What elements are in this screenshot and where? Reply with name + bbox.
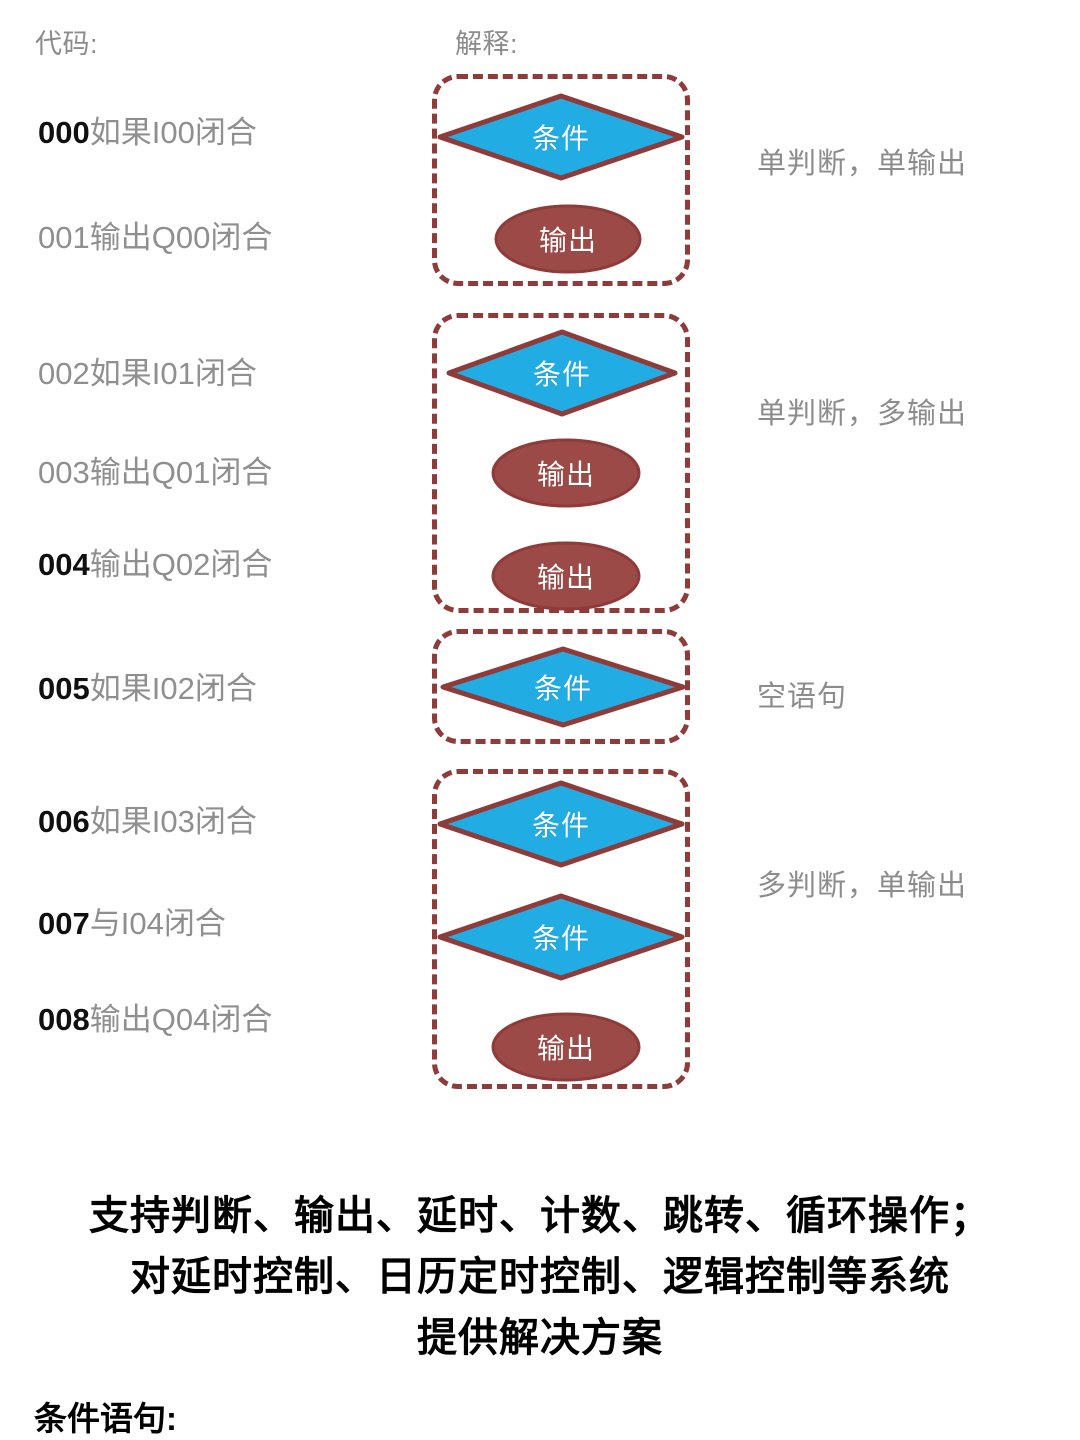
output-ellipse-shape: 输出 bbox=[490, 1011, 642, 1083]
code-line-text: 如果I00闭合 bbox=[89, 115, 257, 150]
code-line-number: 005 bbox=[38, 671, 90, 706]
code-line-number: 000 bbox=[38, 115, 90, 150]
shape-label: 输出 bbox=[536, 562, 595, 593]
code-line-number: 004 bbox=[38, 547, 90, 582]
code-line-text: 输出Q00闭合 bbox=[89, 220, 273, 255]
code-line: 007与I04闭合 bbox=[38, 908, 226, 939]
summary-line: 提供解决方案 bbox=[417, 1315, 663, 1360]
shape-label: 条件 bbox=[531, 810, 590, 841]
explanation-column-header: 解释: bbox=[455, 29, 519, 59]
flowchart-group-box bbox=[432, 769, 690, 1089]
condition-diamond-shape: 条件 bbox=[437, 93, 685, 181]
condition-diamond-shape: 条件 bbox=[440, 646, 686, 728]
condition-diamond-shape: 条件 bbox=[446, 329, 678, 417]
code-line: 006如果I03闭合 bbox=[38, 806, 257, 837]
code-line: 005如果I02闭合 bbox=[38, 673, 257, 704]
condition-diamond-shape: 条件 bbox=[437, 893, 685, 981]
code-line-number: 006 bbox=[38, 804, 90, 839]
code-line-text: 输出Q04闭合 bbox=[89, 1002, 273, 1037]
code-line: 004输出Q02闭合 bbox=[38, 549, 272, 580]
code-line-text: 与I04闭合 bbox=[89, 906, 226, 941]
group-explanation-text: 单判断，多输出 bbox=[757, 398, 968, 430]
shape-label: 条件 bbox=[531, 923, 590, 954]
code-line-number: 001 bbox=[38, 220, 90, 255]
flowchart-group-box bbox=[432, 313, 690, 613]
code-line: 008输出Q04闭合 bbox=[38, 1004, 272, 1035]
code-line-text: 如果I02闭合 bbox=[89, 671, 257, 706]
output-ellipse-shape: 输出 bbox=[493, 203, 643, 275]
summary-paragraph: 支持判断、输出、延时、计数、跳转、循环操作； 对延时控制、日历定时控制、逻辑控制等… bbox=[0, 1186, 1080, 1368]
code-line-text: 如果I01闭合 bbox=[89, 356, 257, 391]
summary-line: 对延时控制、日历定时控制、逻辑控制等系统 bbox=[130, 1254, 950, 1299]
summary-line: 支持判断、输出、延时、计数、跳转、循环操作； bbox=[89, 1194, 991, 1238]
group-explanation-text: 空语句 bbox=[757, 681, 848, 713]
footer-section-label: 条件语句: bbox=[34, 1400, 177, 1437]
code-line-text: 输出Q02闭合 bbox=[89, 547, 273, 582]
code-line-number: 008 bbox=[38, 1002, 90, 1037]
code-line: 000如果I00闭合 bbox=[38, 117, 257, 148]
condition-diamond-shape: 条件 bbox=[437, 780, 685, 868]
shape-label: 条件 bbox=[531, 123, 590, 154]
shape-label: 输出 bbox=[536, 1033, 595, 1064]
code-column-header: 代码: bbox=[35, 29, 99, 59]
code-line-text: 如果I03闭合 bbox=[89, 804, 257, 839]
output-ellipse-shape: 输出 bbox=[490, 540, 642, 612]
shape-label: 条件 bbox=[532, 359, 591, 390]
code-line: 002如果I01闭合 bbox=[38, 358, 257, 389]
code-line: 001输出Q00闭合 bbox=[38, 222, 272, 253]
code-line-text: 输出Q01闭合 bbox=[89, 455, 273, 490]
shape-label: 输出 bbox=[536, 459, 595, 490]
group-explanation-text: 多判断，单输出 bbox=[757, 870, 968, 902]
output-ellipse-shape: 输出 bbox=[490, 437, 642, 509]
flowchart-group-box bbox=[432, 74, 690, 286]
group-explanation-text: 单判断，单输出 bbox=[757, 148, 968, 180]
code-line-number: 007 bbox=[38, 906, 90, 941]
flowchart-group-box bbox=[432, 629, 690, 744]
code-line-number: 003 bbox=[38, 455, 90, 490]
code-line-number: 002 bbox=[38, 356, 90, 391]
shape-label: 输出 bbox=[538, 225, 597, 256]
code-line: 003输出Q01闭合 bbox=[38, 457, 272, 488]
shape-label: 条件 bbox=[533, 673, 592, 704]
